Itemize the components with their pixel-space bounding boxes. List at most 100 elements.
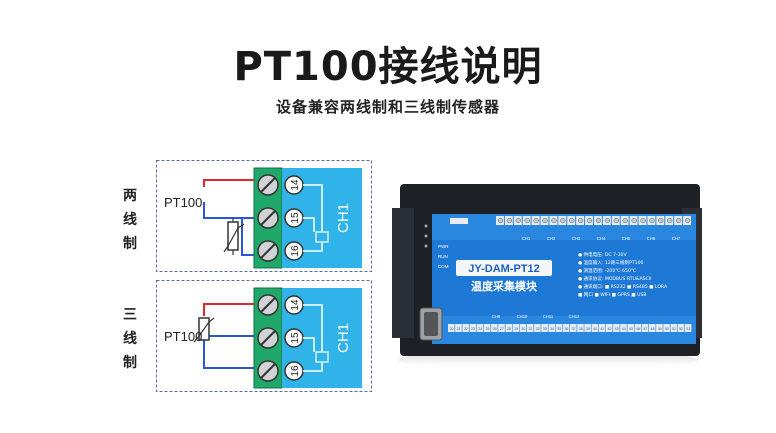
terminal-number: 31 (529, 327, 533, 331)
terminal-number: 46 (636, 327, 640, 331)
terminal-number: 15 (290, 212, 301, 224)
two-wire-label: 两 线 制 (123, 188, 137, 252)
terminal-number: 52 (679, 327, 683, 331)
diagram-border (156, 280, 372, 392)
led-column (424, 224, 428, 248)
blue-wire-jumper (241, 218, 256, 256)
bottom-terminal: 46 (634, 324, 642, 332)
bottom-terminal: 25 (483, 324, 491, 332)
bottom-terminal: 21 (455, 324, 462, 332)
terminal-number: 32 (536, 327, 540, 331)
spec-line: ■ 网口 ■ WIFI ■ GPRS ■ USB (578, 292, 647, 298)
dip-switch (450, 218, 468, 224)
top-terminal-screw (611, 216, 620, 225)
top-terminal-screw (567, 216, 576, 225)
terminal-number: 29 (514, 327, 518, 331)
model-badge (456, 260, 552, 276)
terminal-number: 53 (686, 327, 690, 331)
terminal-number: 30 (521, 327, 525, 331)
top-terminal-screw (558, 216, 567, 225)
terminal-number: 35 (557, 327, 561, 331)
diagram-border (156, 160, 372, 272)
terminal-number: 28 (507, 327, 511, 331)
top-terminal-screw (674, 216, 683, 225)
terminal-number: 45 (629, 327, 633, 331)
bottom-terminal: 50 (663, 324, 670, 332)
three-wire-diagram: 14 15 16 CH1 (156, 280, 372, 392)
top-terminal-screw (638, 216, 647, 225)
terminal-number: 33 (543, 327, 547, 331)
spec-line: ● 供电电压: DC 7-30V (578, 251, 627, 258)
bottom-terminal: 26 (491, 324, 498, 332)
sensor-label: PT100 (164, 329, 203, 344)
top-terminal-screw (602, 216, 611, 225)
channel-label: CH1 (335, 203, 352, 233)
bottom-terminal: 41 (598, 324, 606, 332)
top-terminal-screw (513, 216, 522, 225)
terminal-number: 24 (478, 327, 482, 331)
model-text: JY-DAM-PT12 (468, 263, 540, 275)
channel-label: CH10 (517, 314, 528, 319)
terminal-number: 14 (290, 179, 301, 191)
bottom-terminal: 38 (577, 324, 584, 332)
terminal-number: 38 (579, 327, 583, 331)
page-title: PT100接线说明 (233, 44, 543, 90)
top-terminal-screw (594, 216, 602, 225)
three-wire-label: 三 线 制 (123, 307, 137, 371)
db9-connector-icon (419, 307, 443, 341)
terminal-number: 15 (290, 332, 301, 344)
top-terminal-screw (585, 216, 593, 225)
terminal-number: 14 (290, 299, 301, 311)
bottom-terminal: 39 (584, 324, 591, 332)
terminal-number: 16 (290, 365, 301, 377)
led-label: RUN (438, 254, 448, 259)
bottom-terminal: 36 (562, 324, 570, 332)
top-terminal-screw (620, 216, 629, 225)
terminal-number: 34 (550, 327, 554, 331)
bottom-terminal: 30 (519, 324, 527, 332)
screw-icon (257, 294, 279, 316)
terminal-number: 51 (672, 327, 676, 331)
terminal-number: 48 (651, 327, 655, 331)
terminal-number: 20 (450, 327, 454, 331)
bottom-terminal: 40 (591, 324, 599, 332)
top-terminal-screw (549, 216, 558, 225)
bottom-terminal: 51 (670, 324, 678, 332)
sensor-label: PT100 (164, 195, 203, 210)
channel-label: CH9 (492, 314, 501, 319)
bottom-terminal: 48 (648, 324, 656, 332)
top-terminal-screw (531, 216, 540, 225)
internal-sensor-icon (315, 231, 329, 243)
top-terminal-screw (665, 216, 674, 225)
terminal-number: 39 (586, 327, 590, 331)
bottom-terminal: 31 (526, 324, 534, 332)
channel-label: CH4 (597, 236, 606, 241)
bottom-terminal: 52 (677, 324, 685, 332)
bottom-terminal: 24 (476, 324, 484, 332)
terminal-number: 50 (665, 327, 669, 331)
bottom-terminal: 47 (641, 324, 649, 332)
blue-wire (203, 202, 256, 219)
channel-label: CH1 (335, 323, 352, 353)
terminal-number: 37 (572, 327, 576, 331)
terminal-number: 40 (593, 327, 597, 331)
bottom-terminal: 44 (620, 324, 627, 332)
terminal-number: 41 (600, 327, 604, 331)
bottom-terminal: 23 (469, 324, 477, 332)
screw-icon (257, 360, 279, 382)
terminal-number: 36 (564, 327, 568, 331)
channel-label: CH12 (569, 314, 580, 319)
terminal-number: 49 (658, 327, 662, 331)
bottom-terminal: 20 (448, 324, 455, 332)
top-terminal-screw (540, 216, 549, 225)
blue-wire-2 (203, 340, 256, 369)
bottom-terminal: 43 (613, 324, 620, 332)
channel-label: CH2 (547, 236, 556, 241)
terminal-number: 44 (622, 327, 626, 331)
top-terminal-screw (576, 216, 585, 225)
terminal-number: 21 (457, 327, 461, 331)
terminal-number: 26 (493, 327, 497, 331)
terminal-number: 42 (607, 327, 611, 331)
top-terminal-screw (522, 216, 531, 225)
